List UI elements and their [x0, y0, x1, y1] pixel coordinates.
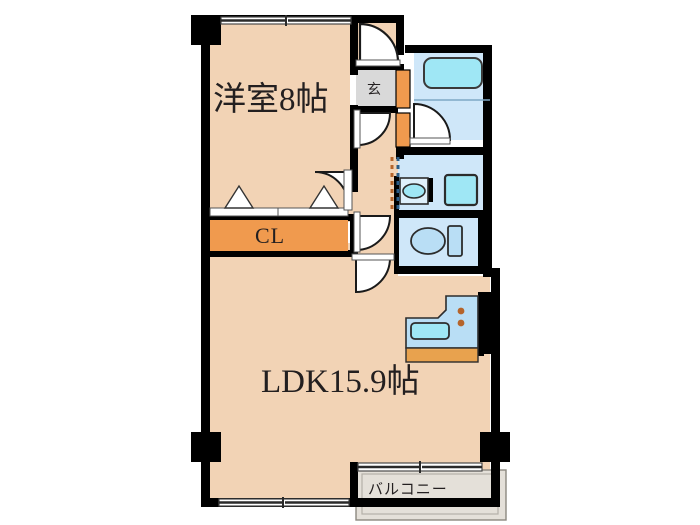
ldk-floor	[208, 243, 350, 503]
bath-fixtures	[409, 57, 490, 145]
wall-toilet-top	[398, 210, 484, 218]
wall-toilet-left	[394, 210, 399, 270]
closet-cl	[209, 184, 349, 251]
entrance-door[interactable]	[355, 22, 401, 67]
wall-corridor-left	[350, 15, 358, 75]
wall-closet-top	[208, 214, 350, 221]
kitchen-cabinet	[405, 347, 479, 363]
wall-toilet-bottom	[394, 266, 492, 274]
closet-door-leaf-left	[209, 207, 279, 217]
wall-vanity-divider	[428, 178, 433, 202]
shoe-cabinet-group	[395, 69, 411, 148]
closet-open-arrow-right	[308, 184, 340, 209]
wall-genkan-top	[356, 64, 404, 70]
structural-pillars	[191, 15, 510, 462]
doors	[314, 22, 401, 294]
wall-closet-bottom	[208, 250, 350, 257]
wall-balcony-left	[350, 462, 358, 507]
window-balcony-door[interactable]	[357, 461, 483, 473]
wall-bath-top	[405, 45, 492, 53]
ldk-door[interactable]	[351, 253, 395, 294]
wall-washroom-edge	[394, 176, 399, 212]
wall-corridor-mid	[350, 147, 358, 192]
wall-right-lower	[491, 268, 500, 507]
balcony-floor	[355, 469, 507, 521]
bedroom-door[interactable]	[314, 169, 353, 211]
bedroom-floor	[208, 22, 350, 222]
kitchen-sink-basin	[410, 322, 450, 340]
closet-open-arrow-left	[223, 184, 255, 209]
bath-door	[409, 102, 452, 145]
toilet-fixtures	[353, 211, 463, 257]
wall-entrance-top	[350, 15, 400, 23]
wall-bath-bottom	[398, 147, 492, 155]
toilet-bowl-icon	[410, 227, 446, 255]
window-bedroom-top	[220, 15, 352, 26]
toilet-tank-icon	[447, 225, 463, 257]
washbasin-icon	[402, 183, 426, 199]
shoe-cabinet-lower	[395, 112, 411, 148]
wall-left	[201, 15, 210, 507]
bathtub-icon	[423, 57, 483, 89]
wall-right-wet	[483, 155, 492, 273]
washroom-fixtures	[390, 157, 479, 210]
genkan-floor	[356, 70, 396, 106]
shoe-cabinet-upper	[395, 69, 411, 109]
toilet-door	[353, 211, 392, 253]
pillar-bottom-left	[191, 432, 221, 462]
closet-door-leaf-right	[277, 207, 349, 217]
closet-fill	[210, 220, 348, 251]
window-ldk-bottom	[218, 497, 350, 508]
stove-burner-2	[457, 319, 465, 327]
windows	[218, 15, 483, 508]
wall-genkan-bottom	[352, 106, 398, 113]
stove-burner-1	[457, 307, 465, 315]
wall-corridor-right-upper	[396, 15, 404, 55]
washer-space-icon	[443, 173, 479, 207]
kitchen	[405, 295, 479, 363]
wall-kitchen-right	[478, 292, 492, 354]
hall-door[interactable]	[353, 109, 392, 149]
pillar-bottom-right	[480, 432, 510, 462]
pillar-top-left	[191, 15, 221, 45]
wall-toilet-right	[478, 218, 484, 268]
